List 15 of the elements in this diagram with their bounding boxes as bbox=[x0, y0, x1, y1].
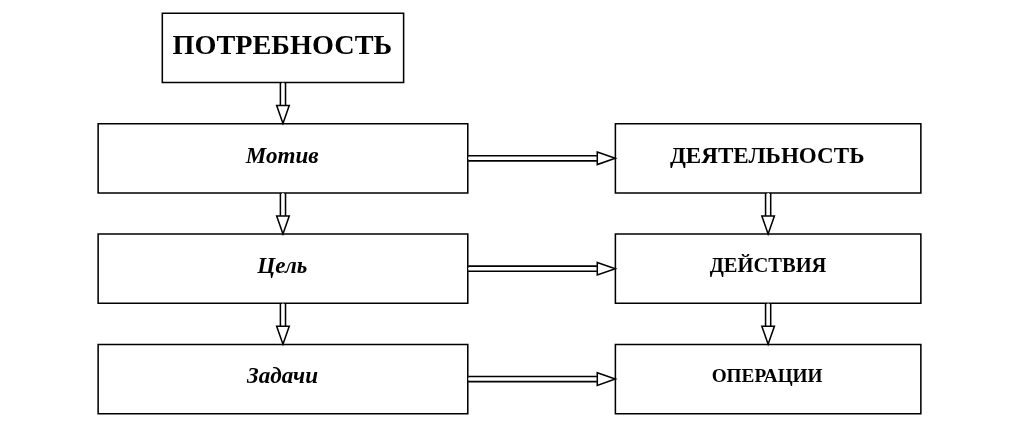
arrow bbox=[466, 261, 618, 277]
arrow bbox=[275, 81, 290, 126]
arrow bbox=[466, 371, 618, 387]
node-box: Цель bbox=[96, 233, 469, 305]
arrow bbox=[275, 192, 290, 237]
arrow bbox=[760, 192, 775, 237]
node-box: Задачи bbox=[96, 343, 469, 415]
node-box: ОПЕРАЦИИ bbox=[614, 343, 922, 415]
arrow bbox=[275, 302, 290, 347]
arrow bbox=[760, 302, 775, 347]
node-box: ДЕЯТЕЛЬНОСТЬ bbox=[614, 122, 922, 194]
arrow bbox=[466, 150, 618, 166]
node-box: ДЕЙСТВИЯ bbox=[614, 233, 922, 305]
node-box: ПОТРЕБНОСТЬ bbox=[161, 12, 404, 84]
node-box: Мотив bbox=[96, 122, 469, 194]
